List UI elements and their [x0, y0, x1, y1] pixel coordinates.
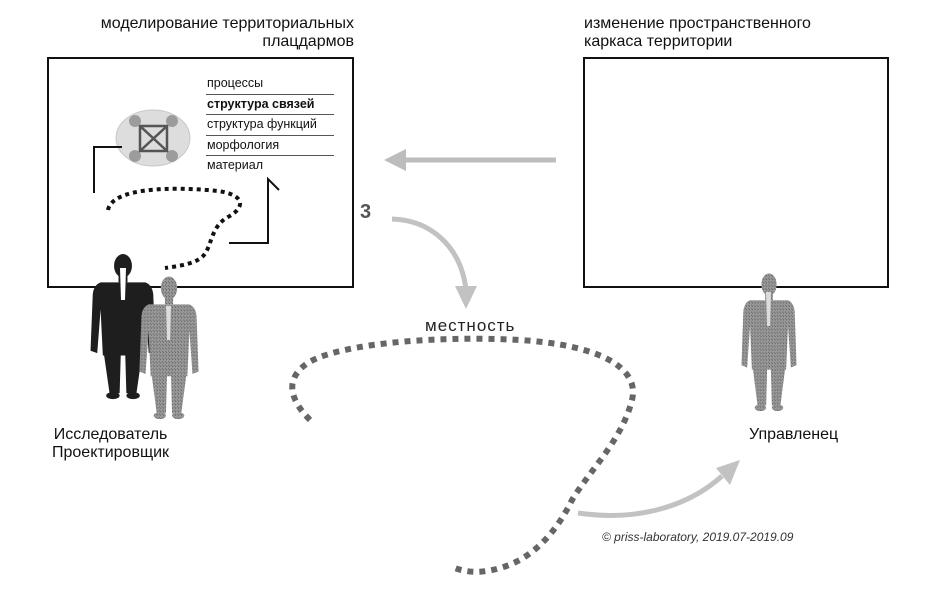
heading-territory-line-1: изменение пространственного	[584, 15, 811, 32]
territory-frame-right	[583, 57, 889, 288]
terrain-dotted-path	[289, 335, 636, 575]
role-designer: Проектировщик	[52, 444, 170, 462]
model-dotted-outline	[106, 186, 242, 270]
heading-territory-change: изменение пространственного каркаса терр…	[584, 15, 811, 52]
tie-researcher	[120, 268, 126, 300]
layer-item-material: материал	[207, 158, 263, 172]
layer-item-function-structure: структура функций	[206, 115, 334, 136]
layer-item-link-structure: структура связей	[206, 95, 334, 115]
role-researcher: Исследователь	[53, 426, 168, 443]
heading-modeling-line-1: моделирование территориальных	[100, 15, 354, 32]
heading-modeling: моделирование территориальных плацдармов	[101, 15, 354, 52]
role-manager: Управленец	[749, 426, 839, 443]
terrain-label: местность	[425, 316, 516, 335]
tie-designer	[166, 306, 171, 340]
connector-line-right	[229, 176, 280, 244]
arrow-to-terrain	[391, 216, 477, 309]
copyright-note: © priss-laboratory, 2019.07-2019.09	[602, 530, 794, 544]
tie-manager	[766, 292, 771, 326]
layer-item-morphology: морфология	[206, 136, 334, 156]
heading-territory-line-2: каркаса территории	[584, 33, 733, 51]
connector-line-left	[93, 146, 122, 193]
arrow-to-manager	[577, 460, 740, 518]
node-network-icon	[115, 109, 191, 167]
role-label-left: Исследователь Проектировщик	[52, 426, 169, 463]
layer-item-processes: процессы	[206, 74, 334, 95]
step-number: 3	[360, 201, 372, 223]
arrow-right-to-left	[384, 149, 556, 171]
model-frame-left	[47, 57, 354, 288]
heading-modeling-line-2: плацдармов	[262, 33, 354, 51]
layer-list: процессы структура связей структура функ…	[206, 74, 334, 176]
